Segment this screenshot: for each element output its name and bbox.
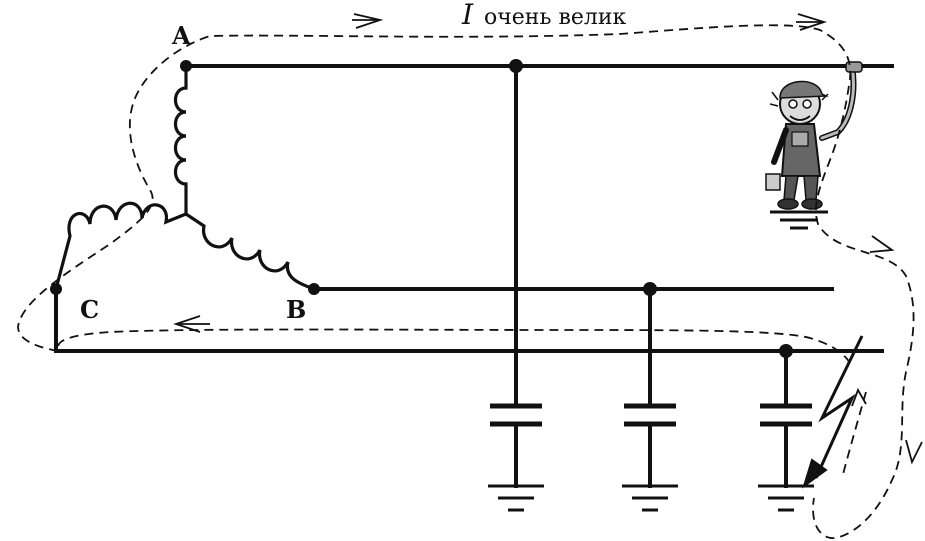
current-symbol: I: [461, 0, 474, 31]
capacitance-branch-a: [488, 59, 544, 512]
terminal-b: [308, 283, 320, 295]
coil-a: [173, 66, 188, 214]
current-description: очень велик: [484, 5, 626, 30]
worker-figure-icon: [765, 61, 863, 230]
coil-c: [54, 201, 187, 290]
fault-current-return-path: [841, 391, 867, 479]
arrow-icon-up: [851, 387, 867, 407]
label-b: B: [286, 295, 306, 324]
fault-current-lower-path: [57, 328, 853, 367]
arrow-icon-top-1: [353, 13, 384, 29]
coil-b: [185, 212, 315, 291]
label-a: A: [171, 21, 191, 50]
ground-fault-bolt-icon: [802, 335, 864, 489]
terminal-c: [50, 283, 62, 295]
arrow-icon-right: [869, 235, 895, 253]
capacitance-branch-c: [758, 344, 814, 512]
terminal-a: [180, 60, 192, 72]
fault-current-path: [17, 24, 915, 539]
capacitance-branch-b: [622, 282, 678, 512]
label-c: C: [80, 295, 99, 324]
arrow-icon-down: [905, 439, 923, 465]
